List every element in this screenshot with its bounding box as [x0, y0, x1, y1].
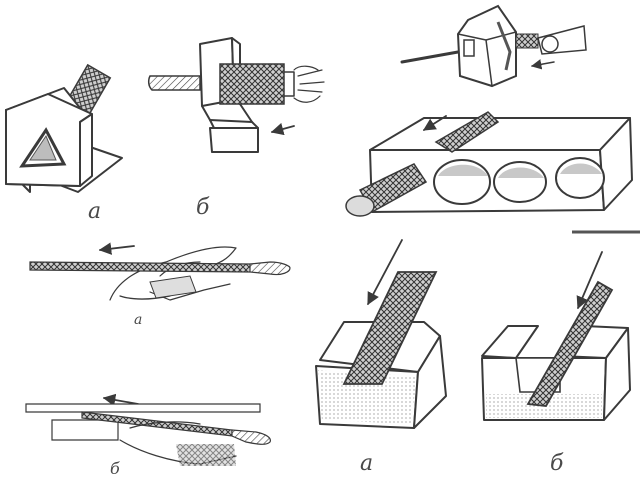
- figure-4b-label: б: [550, 451, 564, 476]
- file-icon: [342, 271, 438, 385]
- figure-4a-label: а: [360, 451, 373, 476]
- file-icon: [526, 280, 614, 407]
- figure-3b-label: б: [110, 459, 120, 478]
- hammer-icon: [456, 4, 517, 88]
- figure-2-hammer-and-bar: [345, 4, 633, 217]
- file-tang: [147, 75, 201, 91]
- figure-3b-hand-filing: [25, 393, 271, 466]
- figure-4b-slotted-block-file: [481, 251, 631, 421]
- file-icon: [434, 111, 500, 153]
- figure-1a-cube-with-triangular-file: [5, 63, 123, 193]
- file-icon: [219, 63, 285, 105]
- figure-3a-hand-filing: [29, 242, 291, 301]
- figure-1b-bracket-with-round-file: [147, 37, 325, 153]
- figure-4a-block-flat-file: [315, 239, 447, 429]
- figure-1b-label: б: [196, 195, 210, 220]
- figure-1a-label: а: [88, 199, 101, 224]
- figure-3a-label: а: [134, 312, 142, 328]
